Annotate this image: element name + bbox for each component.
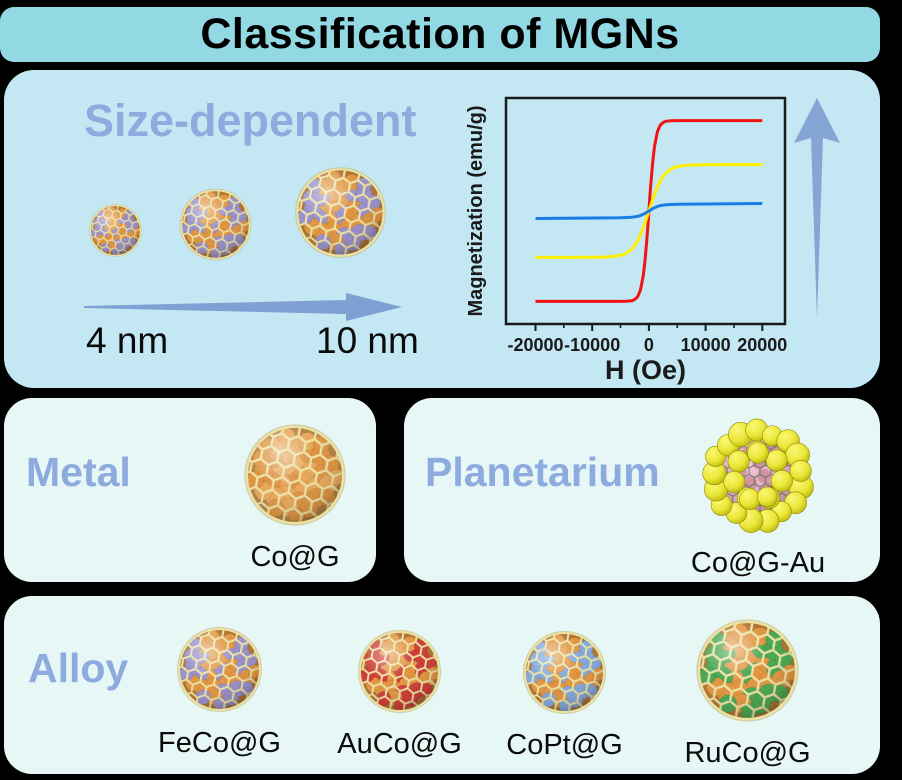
planetarium-heading: Planetarium [425, 449, 660, 495]
feco-g-sphere-icon [175, 625, 264, 714]
y-axis-label: Magnetization (emu/g) [465, 105, 487, 316]
x-axis-label: H (Oe) [605, 355, 686, 385]
size-increase-arrow-icon [84, 293, 402, 321]
x-tick-label: 10000 [681, 335, 731, 355]
magnetization-increase-arrow-shape [794, 98, 840, 320]
hysteresis-chart-svg: -20000-10000 0 10000 20000 H (Oe) Magnetizati… [465, 96, 787, 385]
feco-g-label: FeCo@G [158, 727, 281, 759]
co-g-sphere-icon [242, 422, 348, 528]
copt-g-label: CoPt@G [506, 729, 623, 761]
x-tick-label: -20000 [507, 335, 563, 355]
alloy-heading: Alloy [28, 645, 129, 691]
series-blue [535, 202, 763, 220]
panel-alloy: Alloy FeCo@G [4, 596, 880, 774]
size-label-10nm: 10 nm [316, 320, 419, 361]
ruco-g-sphere-icon [694, 617, 801, 724]
x-tick-label: -10000 [564, 335, 620, 355]
hysteresis-chart: -20000-10000 0 10000 20000 H (Oe) Magnetizati… [440, 86, 805, 386]
panel-planetarium: Planetarium Co@G-Au [404, 398, 880, 582]
nanoparticle-small-icon [88, 203, 143, 258]
auco-g-sphere-icon [356, 628, 443, 715]
copt-g-sphere-icon [521, 629, 608, 716]
size-increase-arrow-shape [84, 293, 402, 321]
panel-size-dependent: Size-dependent [4, 70, 880, 388]
title-bar: Classification of MGNs [0, 7, 880, 62]
nanoparticle-medium-icon [178, 187, 253, 262]
co-g-au-label: Co@G-Au [690, 547, 826, 579]
metal-heading: Metal [26, 449, 131, 495]
auco-g-label: AuCo@G [337, 728, 462, 760]
x-tick-label: 20000 [737, 335, 787, 355]
co-g-label: Co@G [250, 541, 340, 573]
nanoparticle-large-icon [293, 165, 388, 260]
x-tick-label: 0 [644, 335, 654, 355]
panel-metal: Metal Co@G [4, 398, 376, 582]
size-label-4nm: 4 nm [86, 320, 169, 361]
co-g-au-sphere-icon [700, 418, 816, 534]
ruco-g-label: RuCo@G [684, 737, 811, 769]
size-dependent-heading: Size-dependent [84, 95, 417, 146]
figure-title: Classification of MGNs [200, 10, 680, 58]
plot-frame [504, 96, 787, 326]
magnetization-increase-arrow-icon [794, 98, 840, 320]
